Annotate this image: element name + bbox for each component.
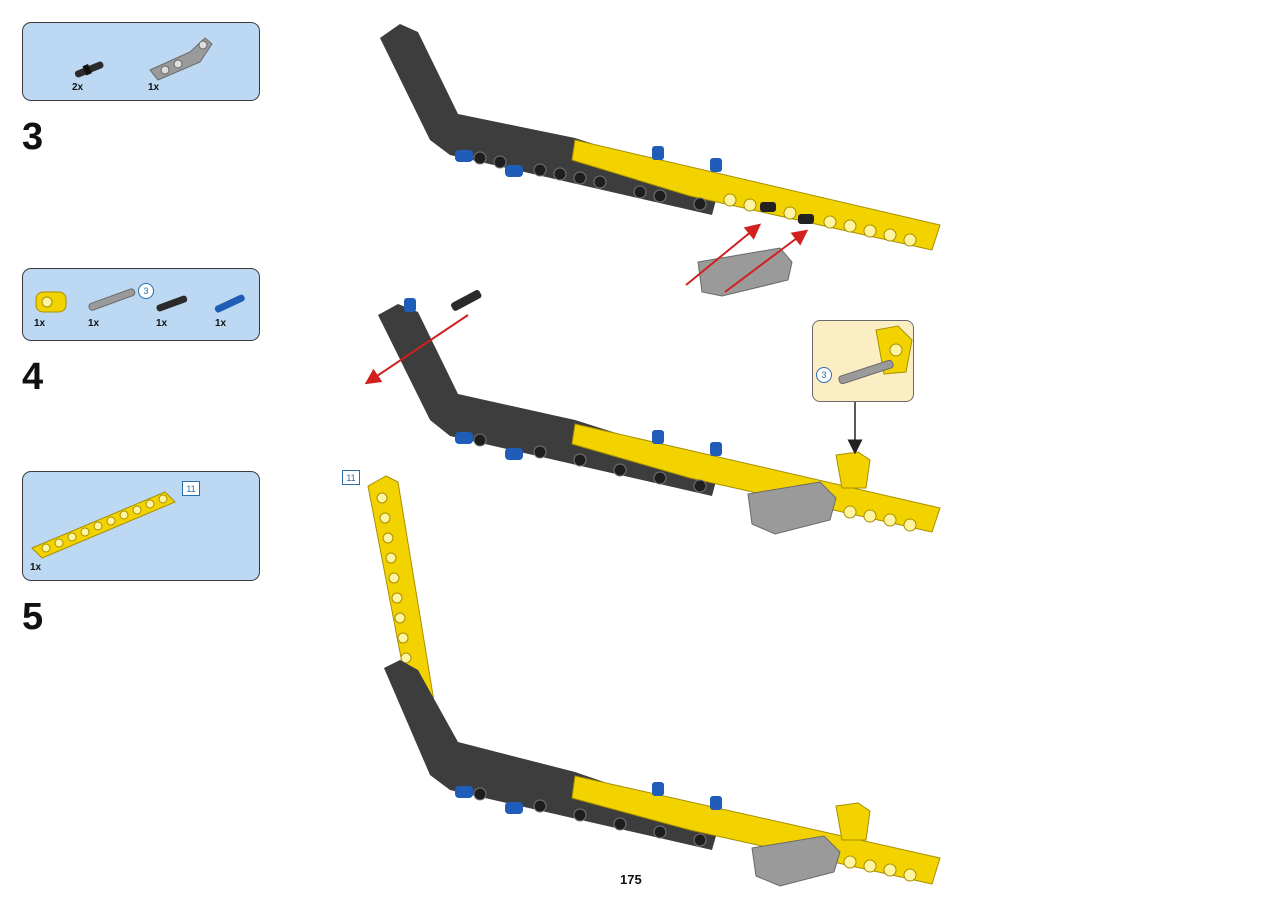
grey-angled-beam-icon bbox=[149, 37, 213, 81]
blue-axle-pin-icon bbox=[214, 294, 245, 313]
yellow-beam-icon bbox=[31, 491, 176, 559]
yellow-cross-block-icon bbox=[35, 291, 67, 313]
step-number: 5 bbox=[22, 596, 44, 638]
part-qty: 2x bbox=[72, 82, 84, 93]
parts-list-step-5 bbox=[22, 471, 260, 581]
part-qty: 1x bbox=[34, 318, 46, 329]
axle-length-badge: 3 bbox=[816, 367, 832, 383]
beam-length-badge: 11 bbox=[342, 470, 360, 485]
step-number: 4 bbox=[22, 356, 44, 398]
black-friction-pin-icon bbox=[156, 295, 188, 312]
parts-list-step-3 bbox=[22, 22, 260, 101]
step-3-assembly bbox=[380, 24, 941, 297]
beam-length-badge: 11 bbox=[182, 481, 200, 496]
step-4-assembly bbox=[364, 290, 941, 535]
part-qty: 1x bbox=[88, 318, 100, 329]
step-5-assembly bbox=[367, 475, 941, 887]
part-qty: 1x bbox=[148, 82, 160, 93]
part-qty: 1x bbox=[156, 318, 168, 329]
sub-assembly-illustration bbox=[838, 325, 913, 385]
part-qty: 1x bbox=[215, 318, 227, 329]
grey-axle-icon bbox=[88, 288, 136, 311]
black-friction-pin-icon bbox=[74, 61, 104, 78]
page-number: 175 bbox=[620, 872, 642, 887]
step-number: 3 bbox=[22, 116, 44, 158]
part-qty: 1x bbox=[30, 562, 42, 573]
axle-length-badge: 3 bbox=[138, 283, 154, 299]
